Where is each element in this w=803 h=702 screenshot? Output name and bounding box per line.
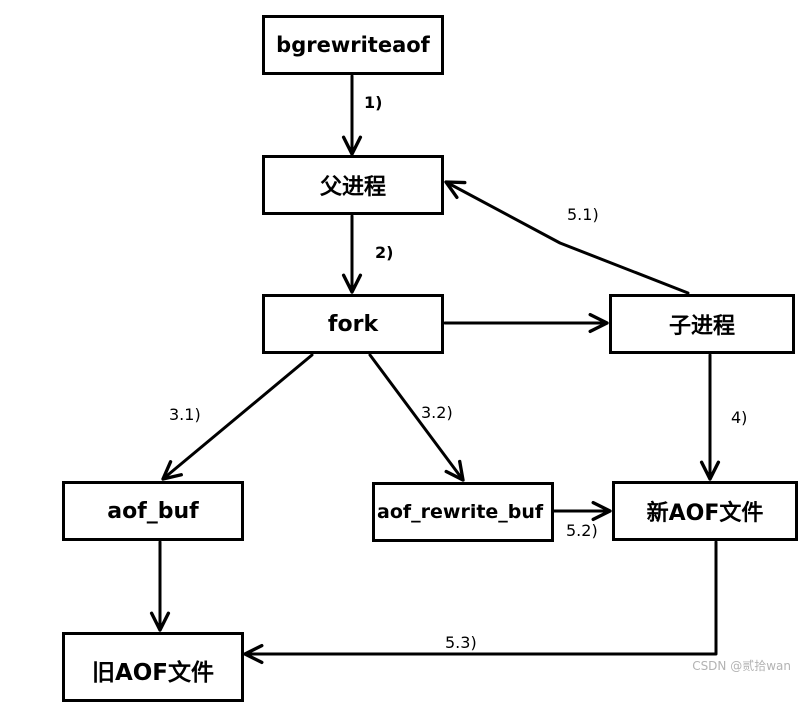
edge-label-3-2: 3.2) [421,403,453,422]
node-label: 子进程 [668,314,735,339]
edge-newaof-to-oldaof [243,540,718,665]
node-label: 新AOF文件 [646,501,764,526]
edge-label-5-2: 5.2) [566,521,598,540]
node-aof-buf: aof_buf [62,481,244,541]
edge-fork-to-rewritebuf [368,353,465,482]
node-label: fork [327,311,379,337]
node-old-aof-file: 旧AOF文件 [62,632,244,702]
edge-fork-to-aofbuf [161,353,314,481]
node-label: bgrewriteaof [276,33,430,57]
edge-label-5-1: 5.1) [567,205,599,224]
node-label: aof_rewrite_buf [377,501,544,523]
edge-label-5-3: 5.3) [445,633,477,652]
node-bgrewriteaof: bgrewriteaof [262,15,444,75]
edge-layer [149,74,721,665]
node-fork: fork [262,294,444,354]
node-parent-process: 父进程 [262,155,444,215]
node-label: aof_buf [107,498,199,524]
node-label: 父进程 [319,175,386,200]
edge-label-4: 4) [731,408,748,427]
edge-child-to-parent [444,180,690,295]
node-child-process: 子进程 [609,294,795,354]
watermark: CSDN @贰拾wan [692,659,791,673]
aof-rewrite-flow-diagram: bgrewriteaof 父进程 fork 子进程 aof_buf aof_re… [62,15,798,702]
edge-label-1: 1) [364,93,383,112]
edge-label-3-1: 3.1) [169,405,201,424]
node-new-aof-file: 新AOF文件 [612,481,798,541]
edge-label-2: 2) [375,243,394,262]
node-aof-rewrite-buf: aof_rewrite_buf [372,482,554,542]
